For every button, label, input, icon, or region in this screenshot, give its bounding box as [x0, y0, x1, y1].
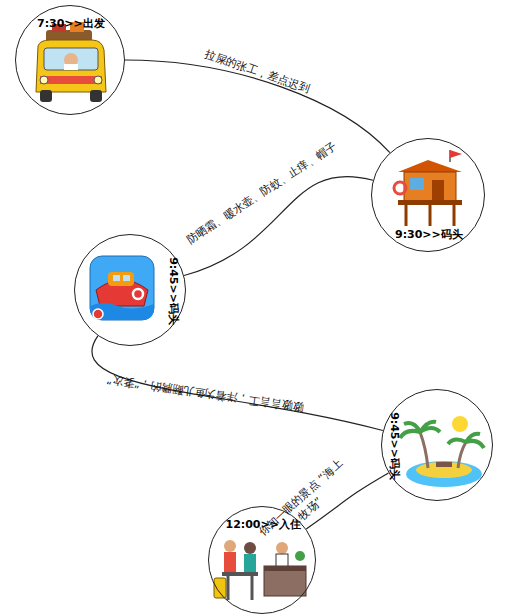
edge-label: 嗷嗷言言工，洋着为鱼儿翻腾的，“妻次”	[105, 371, 305, 414]
note-text: 防晒霜、暖水壶、防蚊、止痒、帽子	[162, 124, 363, 262]
stop-circle: 9:30>>码头	[371, 138, 485, 252]
stop-time: 9:45>>码头	[388, 412, 400, 480]
stop-circle: 9:45>>码头	[74, 234, 186, 346]
edge-label: 拉屎的张工，差点迟到	[160, 32, 354, 111]
stop-circle: 7:30>>出发	[15, 5, 125, 115]
route-line	[92, 336, 383, 431]
stop-time: 9:45>>码头	[167, 257, 179, 325]
island-icon	[400, 416, 484, 487]
stop-time: 9:30>>码头	[395, 229, 463, 241]
note-text: 拉屎的张工，差点迟到	[160, 32, 354, 111]
hut-icon	[394, 150, 462, 226]
checkin-icon	[214, 540, 306, 600]
stop-time: 7:30>>出发	[37, 18, 105, 30]
bus-icon	[36, 22, 106, 102]
stop-circle: 9:45>>码头	[381, 389, 493, 501]
edge-label: 防晒霜、暖水壶、防蚊、止痒、帽子	[162, 124, 363, 262]
note-text: 嗷嗷言言工，洋着为鱼儿翻腾的，“妻次”	[105, 371, 305, 414]
boat-icon	[90, 256, 154, 320]
